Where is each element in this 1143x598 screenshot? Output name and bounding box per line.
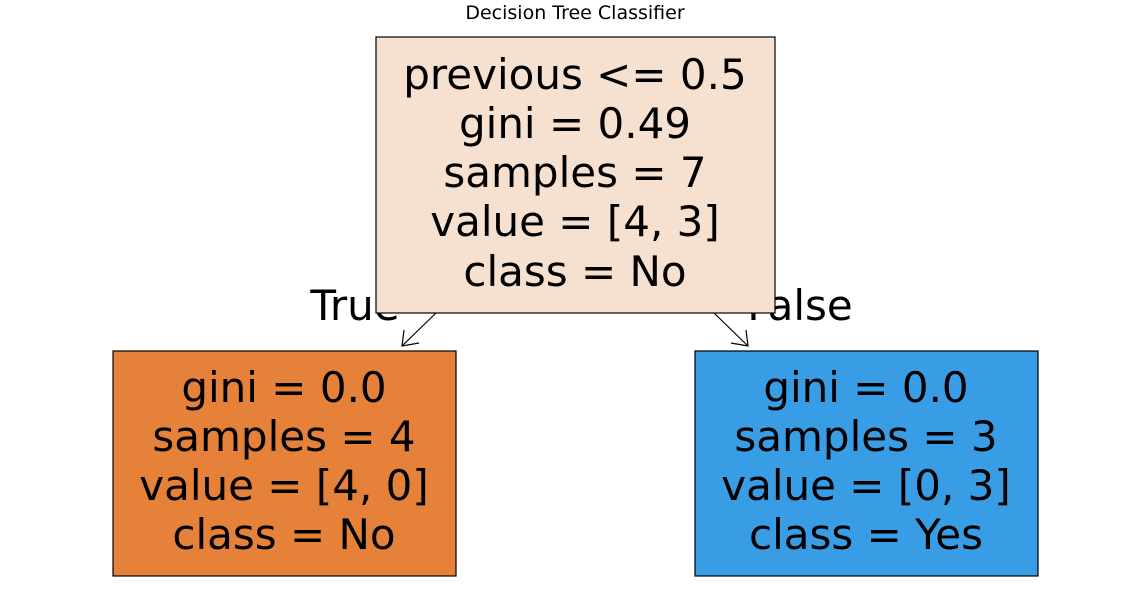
tree-node-left-leaf: gini = 0.0 samples = 4 value = [4, 0] cl… xyxy=(112,350,457,577)
node-right-line-samples: samples = 3 xyxy=(734,412,997,461)
node-root-line-split: previous <= 0.5 xyxy=(403,50,746,99)
node-root-line-class: class = No xyxy=(463,247,686,296)
node-right-line-value: value = [0, 3] xyxy=(721,461,1011,510)
node-left-line-gini: gini = 0.0 xyxy=(181,363,386,412)
tree-node-root: previous <= 0.5 gini = 0.49 samples = 7 … xyxy=(375,36,776,314)
node-root-line-gini: gini = 0.49 xyxy=(459,99,691,148)
node-left-line-value: value = [4, 0] xyxy=(139,461,429,510)
node-root-line-samples: samples = 7 xyxy=(443,148,706,197)
edge-true xyxy=(401,312,437,347)
node-left-line-class: class = No xyxy=(172,510,395,559)
node-right-line-gini: gini = 0.0 xyxy=(763,363,968,412)
edge-false xyxy=(713,312,749,347)
node-root-line-value: value = [4, 3] xyxy=(430,197,720,246)
node-box-right xyxy=(694,350,1039,577)
tree-node-right-leaf: gini = 0.0 samples = 3 value = [0, 3] cl… xyxy=(694,350,1039,577)
figure-title: Decision Tree Classifier xyxy=(465,2,684,24)
node-box-root xyxy=(375,36,776,314)
node-box-left xyxy=(112,350,457,577)
node-right-line-class: class = Yes xyxy=(749,510,983,559)
node-left-line-samples: samples = 4 xyxy=(152,412,415,461)
